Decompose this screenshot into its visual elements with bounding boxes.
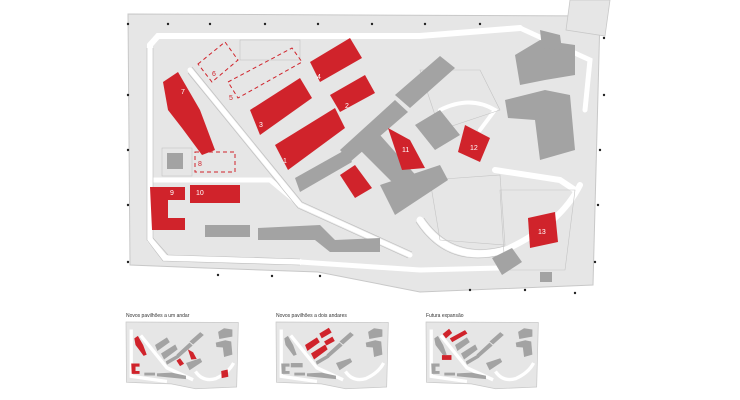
building-red-small xyxy=(340,165,372,198)
building-label: 6 xyxy=(212,71,216,78)
main-site-plan: 1 2 3 4 5 6 7 8 9 10 11 12 13 xyxy=(126,0,611,295)
existing-buildings xyxy=(167,30,575,282)
thumbnail-3-title: Futura expansão xyxy=(426,313,464,319)
building-label: 7 xyxy=(181,89,185,96)
building-13 xyxy=(528,212,558,248)
existing-building xyxy=(540,30,562,50)
building-label: 12 xyxy=(470,145,478,152)
thumbnail-1-plan xyxy=(125,321,239,390)
perimeter-markers xyxy=(126,22,606,295)
existing-building xyxy=(515,40,575,85)
existing-building xyxy=(295,150,352,192)
building-label: 5 xyxy=(229,95,233,102)
thumbnail-1-title: Novos pavilhões a um andar xyxy=(126,313,190,319)
existing-building xyxy=(492,248,522,275)
building-7 xyxy=(163,72,215,155)
building-label: 8 xyxy=(198,161,202,168)
thumbnail-3-plan xyxy=(425,321,539,390)
building-2 xyxy=(330,75,375,112)
existing-building xyxy=(540,272,552,282)
building-labels: 1 2 3 4 5 6 7 8 9 10 11 12 13 xyxy=(170,71,546,236)
building-4 xyxy=(310,38,362,82)
building-10 xyxy=(190,185,240,203)
plot-outlines xyxy=(161,39,576,271)
existing-building xyxy=(395,56,455,108)
thumbnail-2-title: Novos pavilhões a dois andares xyxy=(276,313,347,319)
existing-building xyxy=(167,153,183,169)
building-5 xyxy=(197,41,239,83)
existing-building xyxy=(415,110,460,150)
building-label: 9 xyxy=(170,190,174,197)
building-11 xyxy=(388,128,425,170)
building-12 xyxy=(458,125,490,162)
building-label: 10 xyxy=(196,190,204,197)
building-3 xyxy=(250,78,312,135)
building-1 xyxy=(275,108,345,170)
dashed-buildings xyxy=(194,41,303,173)
existing-building xyxy=(505,90,575,160)
thumbnail-2-plan xyxy=(275,321,389,390)
road-edges xyxy=(146,48,506,266)
building-label: 1 xyxy=(283,158,287,165)
building-9 xyxy=(150,187,185,230)
building-label: 3 xyxy=(259,122,263,129)
building-label: 11 xyxy=(402,147,409,154)
existing-building xyxy=(258,225,380,252)
building-8 xyxy=(194,151,236,173)
corner-block xyxy=(565,0,611,37)
building-label: 2 xyxy=(345,103,349,110)
building-label: 4 xyxy=(317,74,321,81)
existing-building xyxy=(380,165,448,215)
existing-building xyxy=(205,225,250,237)
building-label: 13 xyxy=(538,229,546,236)
building-6 xyxy=(227,47,303,99)
new-buildings xyxy=(150,38,558,248)
existing-building xyxy=(340,100,408,162)
